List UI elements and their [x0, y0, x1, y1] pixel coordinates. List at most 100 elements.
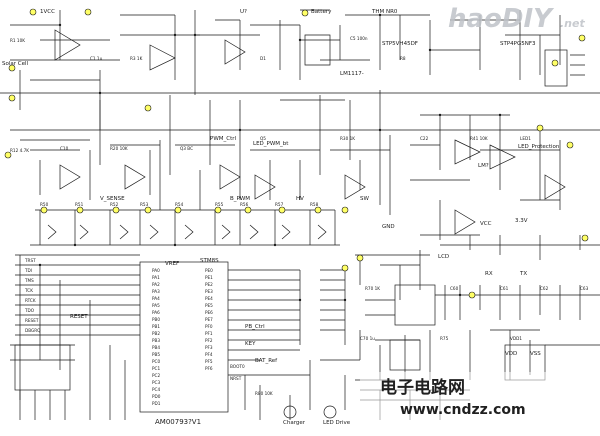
svg-text:PF0: PF0: [205, 324, 213, 329]
svg-text:NRST: NRST: [230, 376, 242, 381]
svg-text:R54: R54: [175, 202, 184, 207]
svg-text:R56: R56: [240, 202, 249, 207]
junction-dots: [38, 13, 502, 302]
footer-brand-cn: 电子电路网: [380, 377, 465, 398]
mcu-block: [10, 254, 395, 420]
svg-text:PA2: PA2: [152, 282, 160, 287]
svg-text:LED1: LED1: [520, 136, 531, 141]
label-hv: HV: [296, 196, 304, 202]
svg-text:PB5: PB5: [152, 352, 160, 357]
label-vcc-right: VCC: [480, 221, 492, 227]
label-b-pwm: B_PWM: [230, 196, 250, 202]
svg-text:PE0: PE0: [205, 268, 213, 273]
svg-text:VDD1: VDD1: [510, 336, 522, 341]
svg-text:PF4: PF4: [205, 352, 213, 357]
main-labels: 1VCC U? Battery THM NR0 STP5VH45DF STP4P…: [2, 9, 560, 426]
label-pwm-ctrl: PWM_Ctrl: [210, 136, 237, 142]
footer-brand: 电子电路网 www.cndzz.com: [360, 372, 600, 430]
svg-text:R20 10K: R20 10K: [110, 146, 128, 151]
label-key: KEY: [245, 341, 256, 347]
svg-text:TCK: TCK: [24, 288, 33, 293]
svg-text:PE5: PE5: [205, 303, 213, 308]
svg-text:TRST: TRST: [24, 258, 36, 263]
label-thermistor: THM NR0: [371, 9, 398, 15]
svg-text:R53: R53: [140, 202, 149, 207]
label-vss: VSS: [530, 351, 541, 357]
svg-text:R80 10K: R80 10K: [255, 391, 273, 396]
led-row: [30, 209, 340, 246]
svg-text:C5 100n: C5 100n: [350, 36, 368, 41]
svg-text:C61: C61: [500, 286, 509, 291]
svg-text:PD0: PD0: [152, 394, 161, 399]
svg-text:R51: R51: [75, 202, 84, 207]
svg-text:C10: C10: [60, 146, 69, 151]
svg-text:C62: C62: [540, 286, 549, 291]
svg-text:PB0: PB0: [152, 317, 160, 322]
svg-text:R70 1K: R70 1K: [365, 286, 380, 291]
label-led-protection: LED_Protection: [518, 144, 560, 150]
svg-text:PC3: PC3: [152, 380, 160, 385]
svg-text:D1: D1: [260, 56, 266, 61]
svg-text:R12 4.7K: R12 4.7K: [10, 148, 29, 153]
label-charger: Charger: [283, 420, 306, 426]
svg-text:PF2: PF2: [205, 338, 213, 343]
svg-text:R8: R8: [400, 56, 406, 61]
svg-text:PC1: PC1: [152, 366, 160, 371]
svg-text:R1 10K: R1 10K: [10, 38, 25, 43]
svg-text:PB4: PB4: [152, 345, 160, 350]
svg-text:TDO: TDO: [24, 308, 35, 313]
svg-text:PC0: PC0: [152, 359, 160, 364]
label-u1: U?: [240, 9, 247, 15]
svg-text:PA0: PA0: [152, 268, 160, 273]
svg-text:PF5: PF5: [205, 359, 213, 364]
svg-text:PA4: PA4: [152, 296, 160, 301]
svg-text:RTCK: RTCK: [25, 298, 36, 303]
svg-text:R57: R57: [275, 202, 284, 207]
mcu-chip: [139, 261, 229, 413]
svg-text:PE3: PE3: [205, 289, 213, 294]
svg-text:PB2: PB2: [152, 331, 160, 336]
svg-text:Q5: Q5: [260, 136, 266, 141]
label-led-pwm: LED_PWM_bt: [253, 141, 289, 147]
label-vsense: V_SENSE: [100, 196, 125, 202]
top-wiring: [0, 9, 600, 240]
svg-text:PE2: PE2: [205, 282, 213, 287]
svg-text:RESET: RESET: [25, 318, 39, 323]
footer-url: www.cndzz.com: [400, 402, 526, 418]
svg-text:DBGRQ: DBGRQ: [25, 328, 41, 333]
svg-text:R75: R75: [440, 336, 449, 341]
svg-text:R58: R58: [310, 202, 319, 207]
svg-text:C70 1u: C70 1u: [360, 336, 375, 341]
svg-text:PF3: PF3: [205, 345, 213, 350]
svg-text:BOOT0: BOOT0: [230, 364, 245, 369]
svg-text:PC2: PC2: [152, 373, 160, 378]
svg-text:PE7: PE7: [205, 317, 213, 322]
svg-text:R50: R50: [40, 202, 49, 207]
svg-text:R30 1K: R30 1K: [340, 136, 355, 141]
svg-text:TDI: TDI: [24, 268, 32, 273]
svg-text:PD1: PD1: [152, 401, 161, 406]
label-stm: STM8S: [200, 258, 219, 264]
label-led-drive: LED Drive: [323, 420, 351, 426]
label-sw: SW: [360, 196, 369, 202]
svg-text:R3 1K: R3 1K: [130, 56, 143, 61]
label-vref: VREF: [165, 261, 179, 267]
svg-text:PF1: PF1: [205, 331, 213, 336]
svg-text:Q3 BC: Q3 BC: [180, 146, 193, 151]
label-gnd: GND: [382, 224, 395, 230]
label-rx: RX: [485, 271, 493, 277]
label-vdd: VDD: [505, 351, 517, 357]
label-reset: RESET: [70, 314, 88, 320]
connector-markers: [4, 8, 589, 299]
label-supply: 3.3V: [515, 218, 528, 224]
label-mosfet2: STP4PG5NF3: [500, 41, 536, 47]
label-pb-ctrl: PB_Ctrl: [245, 324, 265, 330]
svg-text:C1 1u: C1 1u: [90, 56, 103, 61]
label-vcc-top: 1VCC: [40, 9, 55, 15]
svg-text:PA3: PA3: [152, 289, 160, 294]
svg-text:PA5: PA5: [152, 303, 160, 308]
svg-text:R41 10K: R41 10K: [470, 136, 488, 141]
